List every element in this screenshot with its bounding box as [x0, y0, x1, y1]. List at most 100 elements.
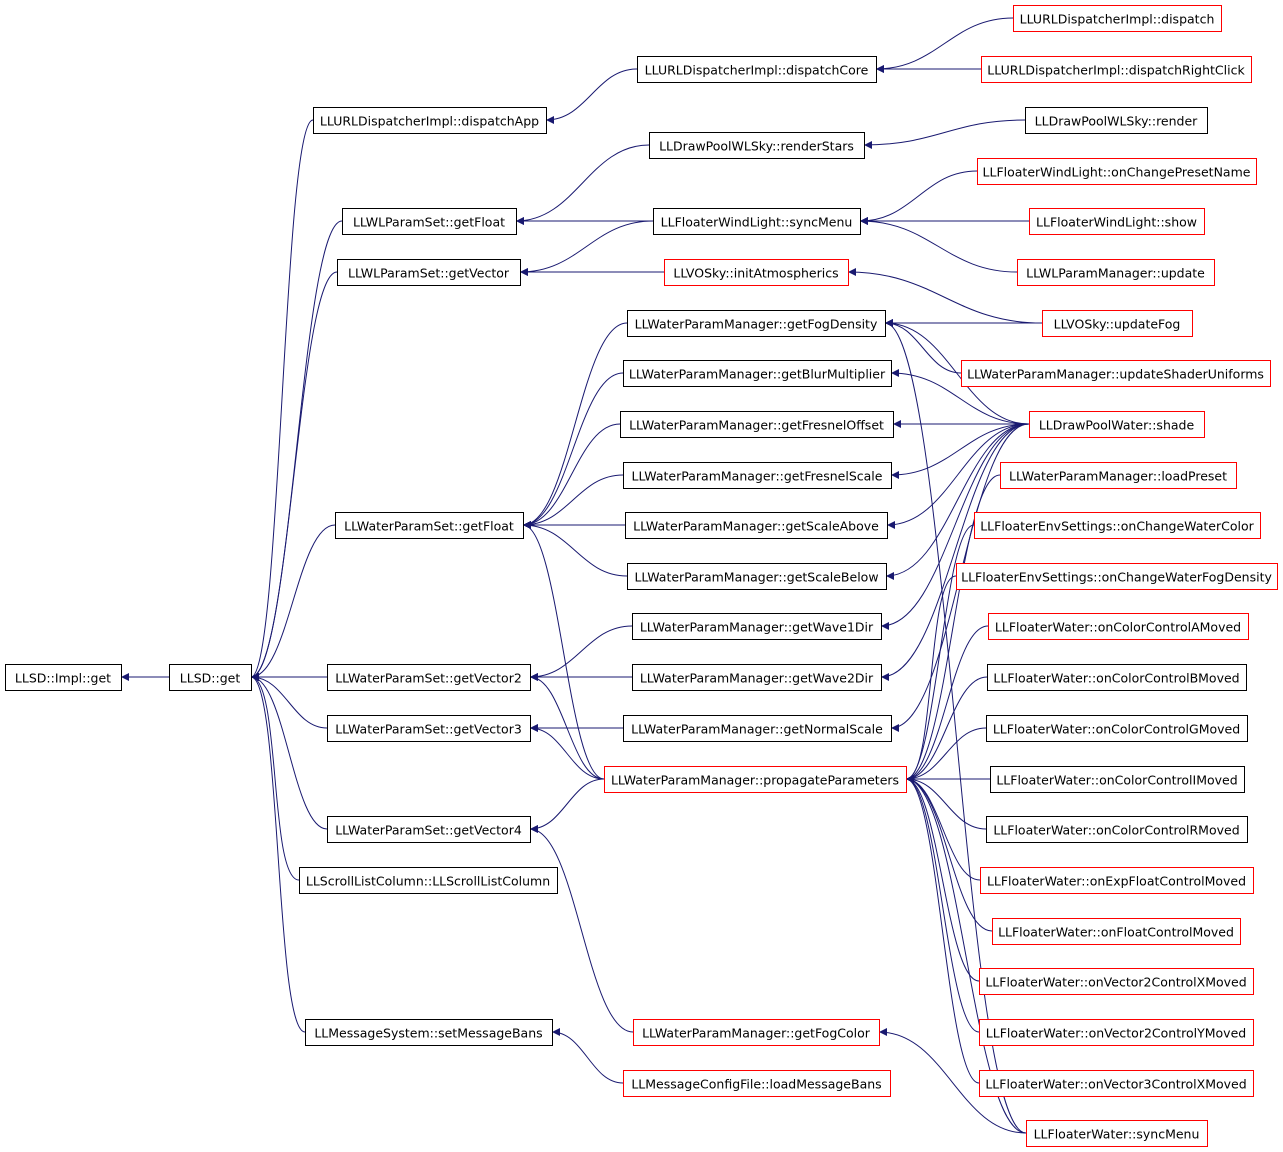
node-n14[interactable]: LLVOSky::initAtmospherics	[664, 259, 849, 286]
node-box[interactable]	[342, 208, 517, 235]
node-n11[interactable]: LLFloaterWindLight::show	[1029, 208, 1205, 235]
node-n42[interactable]: LLFloaterWater::onFloatControlMoved	[992, 918, 1241, 945]
node-box[interactable]	[313, 107, 547, 134]
node-box[interactable]	[990, 766, 1245, 793]
node-box[interactable]	[992, 918, 1241, 945]
node-n21[interactable]: LLWaterParamManager::getFresnelOffset	[620, 411, 894, 438]
node-box[interactable]	[988, 613, 1249, 640]
node-n39[interactable]: LLFloaterWater::onColorControlRMoved	[986, 816, 1248, 843]
node-n0[interactable]: LLSD::Impl::get	[5, 664, 122, 691]
node-box[interactable]	[623, 462, 892, 489]
node-box[interactable]	[1026, 1120, 1208, 1147]
node-n38[interactable]: LLWaterParamSet::getVector4	[327, 816, 531, 843]
node-n23[interactable]: LLWaterParamManager::loadPreset	[1000, 462, 1237, 489]
node-n28[interactable]: LLWaterParamManager::getWave1Dir	[632, 613, 882, 640]
node-n3[interactable]: LLURLDispatcherImpl::dispatchCore	[637, 56, 877, 83]
node-n4[interactable]: LLURLDispatcherImpl::dispatch	[1013, 5, 1222, 32]
node-box[interactable]	[979, 1019, 1254, 1046]
node-box[interactable]	[169, 664, 252, 691]
node-box[interactable]	[1013, 5, 1222, 32]
node-box[interactable]	[633, 1019, 880, 1046]
node-n48[interactable]: LLFloaterWater::onVector3ControlXMoved	[979, 1070, 1254, 1097]
node-n5[interactable]: LLURLDispatcherImpl::dispatchRightClick	[981, 56, 1252, 83]
node-box[interactable]	[649, 132, 865, 159]
node-box[interactable]	[974, 512, 1261, 539]
node-box[interactable]	[623, 715, 892, 742]
node-n43[interactable]: LLFloaterWater::onVector2ControlXMoved	[979, 968, 1254, 995]
node-n9[interactable]: LLFloaterWindLight::syncMenu	[653, 208, 861, 235]
node-box[interactable]	[979, 968, 1254, 995]
node-n7[interactable]: LLDrawPoolWLSky::renderStars	[649, 132, 865, 159]
node-box[interactable]	[1025, 107, 1208, 134]
node-n33[interactable]: LLWaterParamSet::getVector3	[327, 715, 531, 742]
node-n16[interactable]: LLWaterParamSet::getFloat	[335, 512, 524, 539]
node-box[interactable]	[1042, 310, 1193, 337]
node-box[interactable]	[623, 1070, 891, 1097]
node-n18[interactable]: LLWaterParamManager::updateShaderUniform…	[961, 360, 1271, 387]
node-box[interactable]	[979, 1070, 1254, 1097]
node-box[interactable]	[327, 816, 531, 843]
node-box[interactable]	[337, 259, 521, 286]
node-n44[interactable]: LLMessageSystem::setMessageBans	[305, 1019, 553, 1046]
node-box[interactable]	[1029, 411, 1205, 438]
node-n49[interactable]: LLFloaterWater::syncMenu	[1026, 1120, 1208, 1147]
node-box[interactable]	[1029, 208, 1205, 235]
node-box[interactable]	[981, 56, 1252, 83]
node-box[interactable]	[653, 208, 861, 235]
node-n15[interactable]: LLVOSky::updateFog	[1042, 310, 1193, 337]
node-box[interactable]	[627, 310, 886, 337]
node-box[interactable]	[620, 411, 894, 438]
node-n36[interactable]: LLWaterParamManager::propagateParameters	[604, 766, 907, 793]
node-n29[interactable]: LLFloaterWater::onColorControlAMoved	[988, 613, 1249, 640]
node-box[interactable]	[637, 56, 877, 83]
node-n31[interactable]: LLWaterParamManager::getWave2Dir	[632, 664, 882, 691]
node-box[interactable]	[327, 664, 531, 691]
node-n10[interactable]: LLFloaterWindLight::onChangePresetName	[977, 158, 1257, 185]
node-box[interactable]	[986, 816, 1248, 843]
node-box[interactable]	[961, 360, 1271, 387]
node-n12[interactable]: LLWLParamManager::update	[1017, 259, 1215, 286]
node-n24[interactable]: LLWaterParamManager::getScaleAbove	[625, 512, 888, 539]
node-n22[interactable]: LLWaterParamManager::getFresnelScale	[623, 462, 892, 489]
node-n17[interactable]: LLWaterParamManager::getFogDensity	[627, 310, 886, 337]
node-box[interactable]	[305, 1019, 553, 1046]
node-box[interactable]	[335, 512, 524, 539]
node-box[interactable]	[986, 715, 1248, 742]
node-n20[interactable]: LLWaterParamManager::getBlurMultiplier	[623, 360, 892, 387]
node-box[interactable]	[1017, 259, 1215, 286]
node-box[interactable]	[664, 259, 849, 286]
node-n2[interactable]: LLURLDispatcherImpl::dispatchApp	[313, 107, 547, 134]
node-n1[interactable]: LLSD::get	[169, 664, 252, 691]
node-n41[interactable]: LLFloaterWater::onExpFloatControlMoved	[980, 867, 1254, 894]
node-box[interactable]	[627, 563, 887, 590]
node-box[interactable]	[956, 563, 1278, 590]
node-box[interactable]	[1000, 462, 1237, 489]
node-n40[interactable]: LLScrollListColumn::LLScrollListColumn	[299, 867, 558, 894]
node-box[interactable]	[327, 715, 531, 742]
node-n46[interactable]: LLFloaterWater::onVector2ControlYMoved	[979, 1019, 1254, 1046]
node-n37[interactable]: LLFloaterWater::onColorControlIMoved	[990, 766, 1245, 793]
node-box[interactable]	[977, 158, 1257, 185]
node-n13[interactable]: LLWLParamSet::getVector	[337, 259, 521, 286]
node-n27[interactable]: LLFloaterEnvSettings::onChangeWaterFogDe…	[956, 563, 1278, 590]
node-n32[interactable]: LLFloaterWater::onColorControlBMoved	[987, 664, 1247, 691]
node-n34[interactable]: LLWaterParamManager::getNormalScale	[623, 715, 892, 742]
node-box[interactable]	[632, 664, 882, 691]
node-n30[interactable]: LLWaterParamSet::getVector2	[327, 664, 531, 691]
node-box[interactable]	[625, 512, 888, 539]
node-n45[interactable]: LLWaterParamManager::getFogColor	[633, 1019, 880, 1046]
node-box[interactable]	[980, 867, 1254, 894]
node-box[interactable]	[604, 766, 907, 793]
node-box[interactable]	[987, 664, 1247, 691]
node-n47[interactable]: LLMessageConfigFile::loadMessageBans	[623, 1070, 891, 1097]
node-n8[interactable]: LLDrawPoolWLSky::render	[1025, 107, 1208, 134]
node-n35[interactable]: LLFloaterWater::onColorControlGMoved	[986, 715, 1248, 742]
node-box[interactable]	[299, 867, 558, 894]
node-box[interactable]	[632, 613, 882, 640]
node-n19[interactable]: LLDrawPoolWater::shade	[1029, 411, 1205, 438]
node-box[interactable]	[5, 664, 122, 691]
node-n6[interactable]: LLWLParamSet::getFloat	[342, 208, 517, 235]
node-n25[interactable]: LLFloaterEnvSettings::onChangeWaterColor	[974, 512, 1261, 539]
node-n26[interactable]: LLWaterParamManager::getScaleBelow	[627, 563, 887, 590]
node-box[interactable]	[623, 360, 892, 387]
